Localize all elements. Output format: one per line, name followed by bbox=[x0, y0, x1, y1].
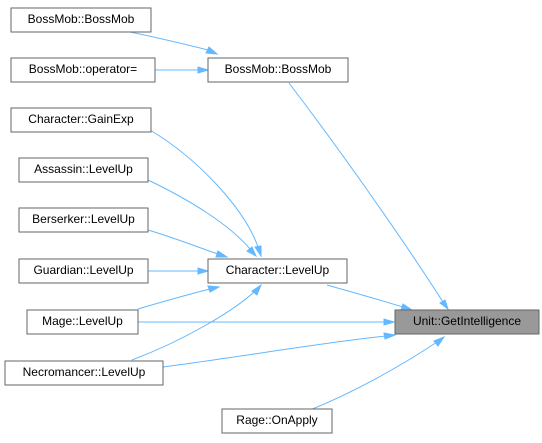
node-label: BossMob::operator= bbox=[29, 62, 137, 76]
edge-rage-onapply-to-unit-getint bbox=[309, 335, 446, 411]
node-unit-getintelligence[interactable]: Unit::GetIntelligence bbox=[394, 309, 540, 335]
node-label: Rage::OnApply bbox=[236, 413, 317, 427]
node-necro-levelup[interactable]: Necromancer::LevelUp bbox=[4, 360, 164, 386]
node-mage-levelup[interactable]: Mage::LevelUp bbox=[26, 309, 139, 335]
node-assassin-levelup[interactable]: Assassin::LevelUp bbox=[18, 157, 149, 183]
edge-bossmob-ctor-a-to-bossmob-ctor-b bbox=[119, 29, 219, 55]
edge-char-levelup-to-unit-getint bbox=[326, 284, 414, 311]
node-berserker-levelup[interactable]: Berserker::LevelUp bbox=[18, 207, 149, 233]
edge-mage-levelup-to-unit-getint bbox=[138, 318, 396, 326]
node-guardian-levelup[interactable]: Guardian::LevelUp bbox=[18, 258, 149, 284]
edges-layer bbox=[119, 29, 449, 411]
edge-assassin-levelup-to-char-levelup bbox=[147, 179, 258, 258]
node-char-gainexp[interactable]: Character::GainExp bbox=[10, 107, 152, 133]
node-label: Character::GainExp bbox=[28, 112, 134, 126]
edge-necro-levelup-to-unit-getint bbox=[162, 332, 397, 368]
node-label: Character::LevelUp bbox=[226, 263, 330, 277]
edge-guardian-levelup-to-char-levelup bbox=[148, 267, 210, 275]
node-label: BossMob::BossMob bbox=[28, 12, 135, 26]
edge-necro-levelup-to-char-levelup bbox=[131, 283, 263, 361]
nodes-layer: BossMob::BossMob BossMob::operator= Boss… bbox=[4, 7, 540, 434]
node-label: Mage::LevelUp bbox=[42, 314, 123, 328]
node-char-levelup[interactable]: Character::LevelUp bbox=[207, 258, 348, 284]
node-rage-onapply[interactable]: Rage::OnApply bbox=[221, 408, 333, 434]
node-bossmob-ctor-b[interactable]: BossMob::BossMob bbox=[207, 57, 349, 83]
edge-bossmob-ctor-b-to-unit-getint bbox=[288, 82, 449, 311]
node-label: Berserker::LevelUp bbox=[32, 212, 135, 226]
edge-bossmob-op-to-bossmob-ctor-b bbox=[155, 66, 210, 74]
edge-mage-levelup-to-char-levelup bbox=[137, 285, 221, 310]
edge-berserker-levelup-to-char-levelup bbox=[147, 229, 229, 258]
node-bossmob-op[interactable]: BossMob::operator= bbox=[10, 57, 156, 83]
node-label: Guardian::LevelUp bbox=[33, 263, 133, 277]
node-label: Necromancer::LevelUp bbox=[23, 365, 146, 379]
node-label: BossMob::BossMob bbox=[225, 62, 332, 76]
node-bossmob-ctor-a[interactable]: BossMob::BossMob bbox=[10, 7, 152, 33]
node-label: Assassin::LevelUp bbox=[34, 162, 133, 176]
edge-char-gainexp-to-char-levelup bbox=[149, 129, 262, 258]
node-label: Unit::GetIntelligence bbox=[413, 314, 521, 328]
